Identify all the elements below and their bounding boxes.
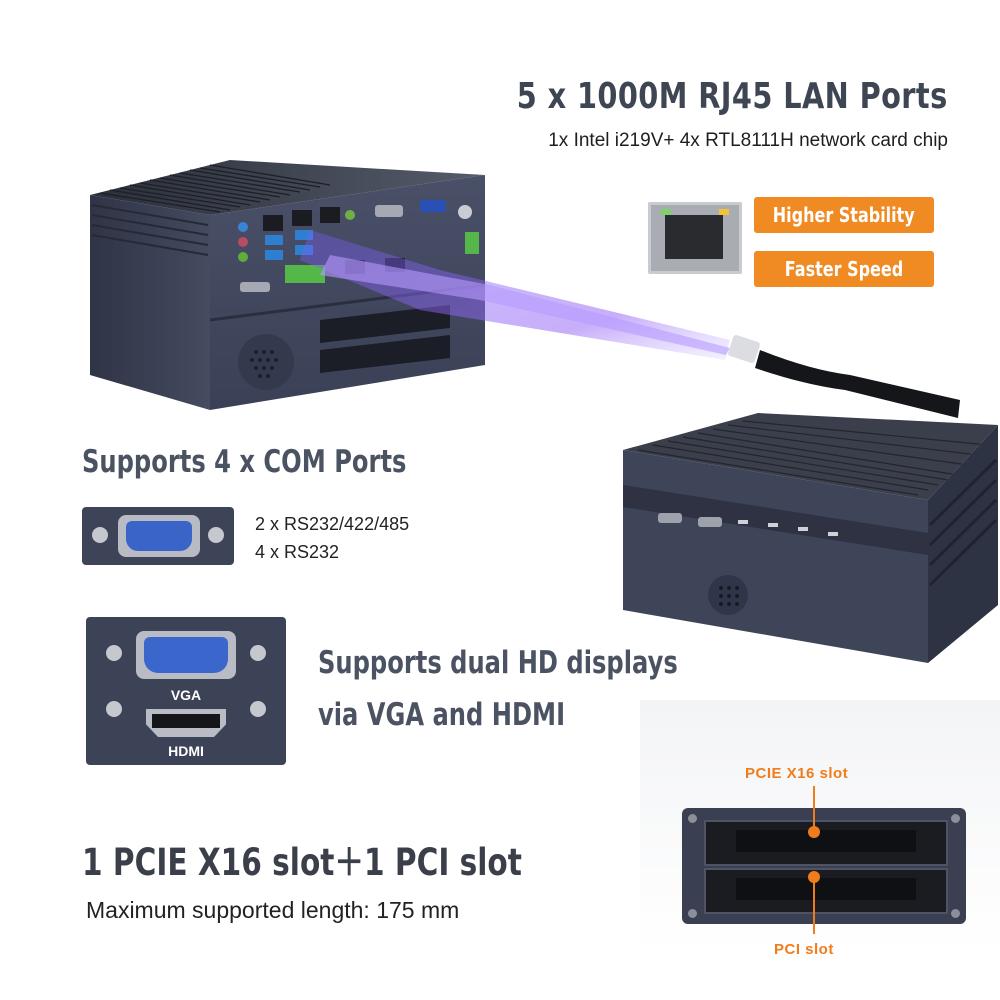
db9-connector-icon	[118, 515, 200, 557]
stability-badge-label: Higher Stability	[772, 203, 915, 227]
com-title: Supports 4 x COM Ports	[82, 444, 407, 480]
pci-slot-label: PCI slot	[774, 941, 834, 958]
pci-callout-dot	[808, 871, 820, 883]
mini-pc-rear-image	[623, 413, 998, 663]
pcie-slot-cover	[704, 820, 948, 866]
pci-slot-cover	[704, 868, 948, 914]
hdmi-label: HDMI	[168, 743, 204, 759]
speed-badge-label: Faster Speed	[784, 257, 904, 281]
network-beam-graphic	[300, 230, 960, 418]
rj45-jack-image	[648, 202, 742, 274]
pcie-callout-dot	[808, 826, 820, 838]
speed-badge: Faster Speed	[754, 251, 934, 287]
vga-connector-icon	[136, 631, 236, 679]
slots-title: 1 PCIE X16 slot＋1 PCI slot	[82, 841, 522, 884]
mini-pc-front-image	[90, 160, 486, 410]
com-port-image	[82, 507, 234, 565]
slots-subtitle: Maximum supported length: 175 mm	[86, 897, 460, 923]
com-line-1: 2 x RS232/422/485	[255, 514, 410, 534]
slot-bracket-image	[682, 808, 966, 924]
display-title-line2: via VGA and HDMI	[318, 697, 566, 733]
com-line-2: 4 x RS232	[255, 542, 340, 562]
lan-subtitle: 1x Intel i219V+ 4x RTL8111H network card…	[548, 130, 948, 151]
stability-badge: Higher Stability	[754, 197, 934, 233]
lan-title: 5 x 1000M RJ45 LAN Ports	[517, 76, 948, 117]
pci-callout-line	[813, 876, 815, 934]
hdmi-connector-icon	[146, 709, 226, 737]
vga-label: VGA	[170, 687, 202, 703]
display-ports-image: VGA HDMI	[86, 617, 286, 765]
pcie-callout-line	[813, 786, 815, 831]
display-title-line1: Supports dual HD displays	[318, 645, 678, 681]
pcie-slot-label: PCIE X16 slot	[745, 765, 849, 782]
